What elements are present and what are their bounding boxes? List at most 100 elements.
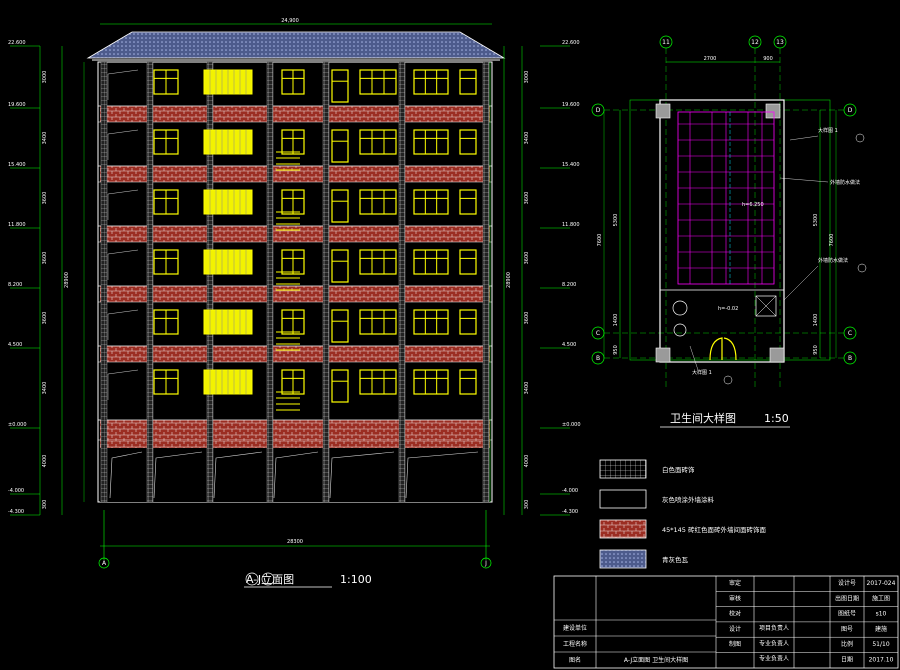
shopfront-line xyxy=(109,451,143,499)
title-block-value: 建施 xyxy=(875,625,887,633)
dim-value: 1400 xyxy=(813,314,819,327)
dim-value: 3400 xyxy=(524,132,530,145)
window xyxy=(459,69,477,95)
dim-total: 7600 xyxy=(597,234,603,247)
window xyxy=(203,309,253,335)
dim-value: 3000 xyxy=(42,71,48,84)
title-block-label: 专业负责人 xyxy=(759,639,789,647)
window xyxy=(153,129,179,155)
legend-label: 青灰色瓦 xyxy=(662,555,689,564)
title-block-label: 比例 xyxy=(841,640,853,648)
window-frame xyxy=(359,129,397,155)
window xyxy=(153,249,179,275)
level-label: 8.200 xyxy=(8,282,22,288)
column-pier xyxy=(146,61,154,503)
dim-value: 950 xyxy=(813,345,819,355)
window-frame xyxy=(331,309,349,343)
level-label: 19.600 xyxy=(8,102,26,108)
dim-value: 3600 xyxy=(42,252,48,265)
axis-label: B xyxy=(848,355,852,362)
level-label: ±0.000 xyxy=(562,422,581,428)
window xyxy=(331,369,349,403)
axis-label-a: A xyxy=(102,560,107,567)
brick-band xyxy=(100,166,490,182)
shopfront-line xyxy=(213,451,263,499)
window-frame xyxy=(413,129,449,155)
title-block-value: A-J立面图 卫生间大样图 xyxy=(624,656,688,664)
panel-line xyxy=(107,129,139,160)
window xyxy=(359,69,397,95)
window xyxy=(203,69,253,95)
structural-column xyxy=(765,103,781,119)
window-frame xyxy=(331,369,349,403)
dim-value: 1400 xyxy=(613,314,619,327)
axis-label-j: J xyxy=(484,560,487,567)
dim-value: 5300 xyxy=(613,214,619,227)
brick-band xyxy=(100,440,490,448)
window-frame xyxy=(459,369,477,395)
level-label: 11.800 xyxy=(562,222,580,228)
panel-line xyxy=(107,369,139,400)
title-block-label: 设计 xyxy=(729,625,741,633)
shaft-cross xyxy=(755,295,777,317)
brick-band xyxy=(100,226,490,242)
window-frame xyxy=(359,369,397,395)
title-block-label: 专业负责人 xyxy=(759,655,789,663)
window xyxy=(359,309,397,335)
dim-value: 5300 xyxy=(813,214,819,227)
level-label: 4.500 xyxy=(8,342,22,348)
window xyxy=(281,189,305,215)
column-pier xyxy=(100,61,108,503)
axis-label: B xyxy=(596,355,600,362)
window-frame xyxy=(331,189,349,223)
column-pier xyxy=(322,61,330,503)
floor-drain xyxy=(672,300,688,316)
title-block-label: 建设单位 xyxy=(563,624,587,632)
window xyxy=(203,129,253,155)
elevation-scale: 1:100 xyxy=(340,573,372,586)
structural-column xyxy=(655,103,671,119)
annotation: 大样图 1 xyxy=(818,127,838,134)
window xyxy=(331,129,349,163)
title-block-label: 图名 xyxy=(569,656,581,664)
detail-title: 卫生间大样图 xyxy=(670,411,736,425)
brick-band xyxy=(100,106,490,122)
dim-value: 4000 xyxy=(42,455,48,468)
dim-value: 4000 xyxy=(524,455,530,468)
annotation: 大样图 1 xyxy=(692,369,712,376)
panel-line xyxy=(107,309,139,340)
level-label: 22.600 xyxy=(562,40,580,46)
leader xyxy=(783,265,819,301)
window xyxy=(359,369,397,395)
elevation-view: 24,900 28300 A J A-J立面图 1:100 22.60019.6… xyxy=(8,18,581,588)
legend-swatch-brick xyxy=(599,519,647,539)
window xyxy=(459,309,477,335)
brick-band xyxy=(100,346,490,362)
title-block-value: s10 xyxy=(876,611,887,618)
window xyxy=(413,249,449,275)
elevation-title: A-J立面图 xyxy=(246,572,294,586)
window xyxy=(413,189,449,215)
toilet xyxy=(673,323,687,337)
window xyxy=(153,189,179,215)
window-frame xyxy=(359,309,397,335)
window xyxy=(153,69,179,95)
window-frame xyxy=(331,129,349,163)
title-block-label: 日期 xyxy=(841,656,853,664)
title-block-label: 审定 xyxy=(729,579,741,587)
door-swing xyxy=(709,337,737,361)
window xyxy=(281,129,305,155)
brick-band xyxy=(100,420,490,440)
window xyxy=(413,309,449,335)
dim-value: 950 xyxy=(613,345,619,355)
window-frame xyxy=(331,69,349,103)
window-frame xyxy=(331,249,349,283)
panel-line xyxy=(107,69,139,100)
window-frame xyxy=(359,189,397,215)
column-pier xyxy=(482,61,490,503)
leader xyxy=(789,135,819,141)
panel-line xyxy=(107,249,139,280)
window-frame xyxy=(413,309,449,335)
